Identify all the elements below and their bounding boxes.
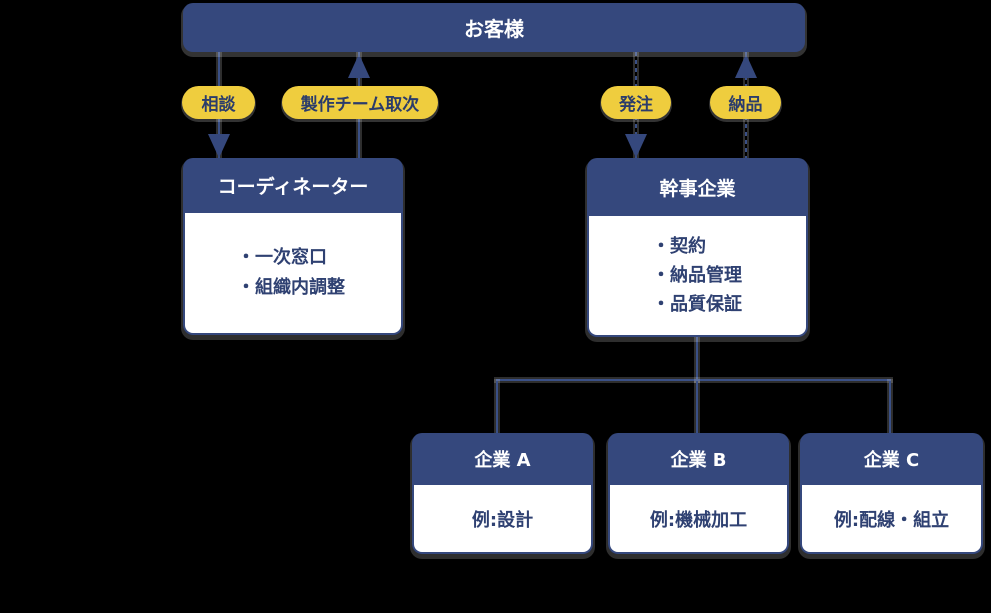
company-a-box: 企業 A 例:設計 [412, 433, 593, 554]
delivery-pill: 納品 [710, 86, 781, 119]
tree-drop-line-c [889, 381, 891, 433]
team-referral-arrow-up-icon [348, 54, 370, 78]
coordinator-body: ・一次窓口 ・組織内調整 [183, 213, 403, 335]
company-c-title: 企業 C [800, 433, 983, 485]
lead-company-item: ・契約 [652, 236, 706, 257]
tree-drop-line-a [496, 381, 498, 433]
company-b-box: 企業 B 例:機械加工 [608, 433, 789, 554]
coordinator-item: ・組織内調整 [237, 277, 345, 298]
consult-pill-label: 相談 [201, 95, 236, 115]
company-b-example: 例:機械加工 [608, 485, 789, 554]
consult-arrow-down-icon [208, 134, 230, 158]
tree-drop-line-b [696, 381, 698, 433]
order-pill-label: 発注 [619, 95, 653, 115]
delivery-arrow-up-icon [735, 54, 757, 78]
consult-pill: 相談 [182, 86, 255, 119]
coordinator-item: ・一次窓口 [237, 247, 327, 268]
company-c-box: 企業 C 例:配線・組立 [800, 433, 983, 554]
order-pill: 発注 [601, 86, 671, 119]
customer-bar: お客様 [183, 3, 805, 52]
coordinator-title: コーディネーター [183, 158, 403, 213]
lead-company-item: ・品質保証 [652, 294, 742, 315]
team-referral-pill: 製作チーム取次 [282, 86, 438, 119]
company-b-title: 企業 B [608, 433, 789, 485]
lead-to-tree-line [696, 337, 698, 381]
company-c-example: 例:配線・組立 [800, 485, 983, 554]
lead-company-title: 幹事企業 [587, 158, 808, 216]
order-arrow-down-icon [625, 134, 647, 158]
coordinator-box: コーディネーター ・一次窓口 ・組織内調整 [183, 158, 403, 335]
delivery-pill-label: 納品 [728, 95, 763, 115]
company-a-example: 例:設計 [412, 485, 593, 554]
lead-company-box: 幹事企業 ・契約 ・納品管理 ・品質保証 [587, 158, 808, 337]
lead-company-item: ・納品管理 [652, 265, 742, 286]
company-a-title: 企業 A [412, 433, 593, 485]
lead-company-body: ・契約 ・納品管理 ・品質保証 [587, 216, 808, 337]
team-referral-pill-label: 製作チーム取次 [300, 95, 420, 115]
customer-label: お客様 [464, 17, 524, 41]
tree-horizontal-line [496, 379, 891, 381]
